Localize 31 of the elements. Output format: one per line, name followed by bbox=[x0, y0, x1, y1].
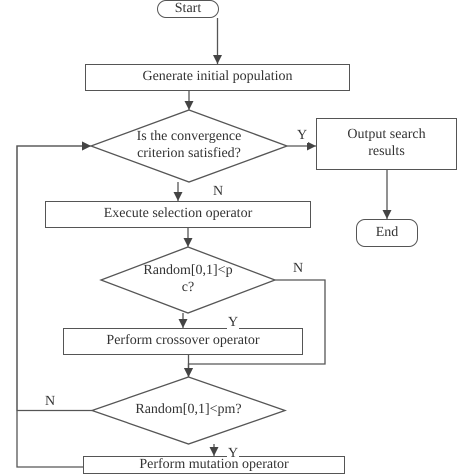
node-text: End bbox=[376, 224, 398, 242]
decision-diamond bbox=[101, 247, 275, 313]
node-text: Random[0,1]<p c? bbox=[142, 263, 234, 297]
arrow bbox=[184, 91, 194, 110]
node-text: Execute selection operator bbox=[104, 206, 252, 223]
terminal-box bbox=[157, 0, 219, 18]
arrow bbox=[287, 142, 316, 150]
arrow bbox=[174, 182, 182, 201]
process-box bbox=[316, 118, 457, 170]
arrow bbox=[178, 313, 188, 328]
process-box bbox=[63, 328, 303, 355]
decision-diamond bbox=[92, 377, 285, 444]
process-box bbox=[83, 456, 345, 474]
edge-label: Y bbox=[296, 128, 308, 144]
process-box bbox=[45, 201, 311, 228]
arrow bbox=[382, 170, 392, 219]
node-text: Start bbox=[174, 0, 202, 18]
arrow bbox=[213, 18, 222, 64]
arrow bbox=[184, 228, 192, 247]
edge-label: Y bbox=[227, 315, 240, 330]
node-text: Output search results bbox=[346, 127, 427, 161]
node-text: Perform crossover operator bbox=[106, 333, 260, 350]
decision-diamond bbox=[91, 110, 287, 182]
arrow bbox=[210, 444, 218, 456]
node-text: Is the convergence criterion satisfied? bbox=[136, 129, 242, 163]
arrow bbox=[16, 142, 91, 468]
node-text: Random[0,1]<pm? bbox=[135, 402, 242, 419]
node-text: Generate initial population bbox=[142, 69, 293, 86]
process-box bbox=[85, 64, 350, 91]
arrow bbox=[184, 355, 193, 377]
terminal-box bbox=[356, 219, 418, 247]
